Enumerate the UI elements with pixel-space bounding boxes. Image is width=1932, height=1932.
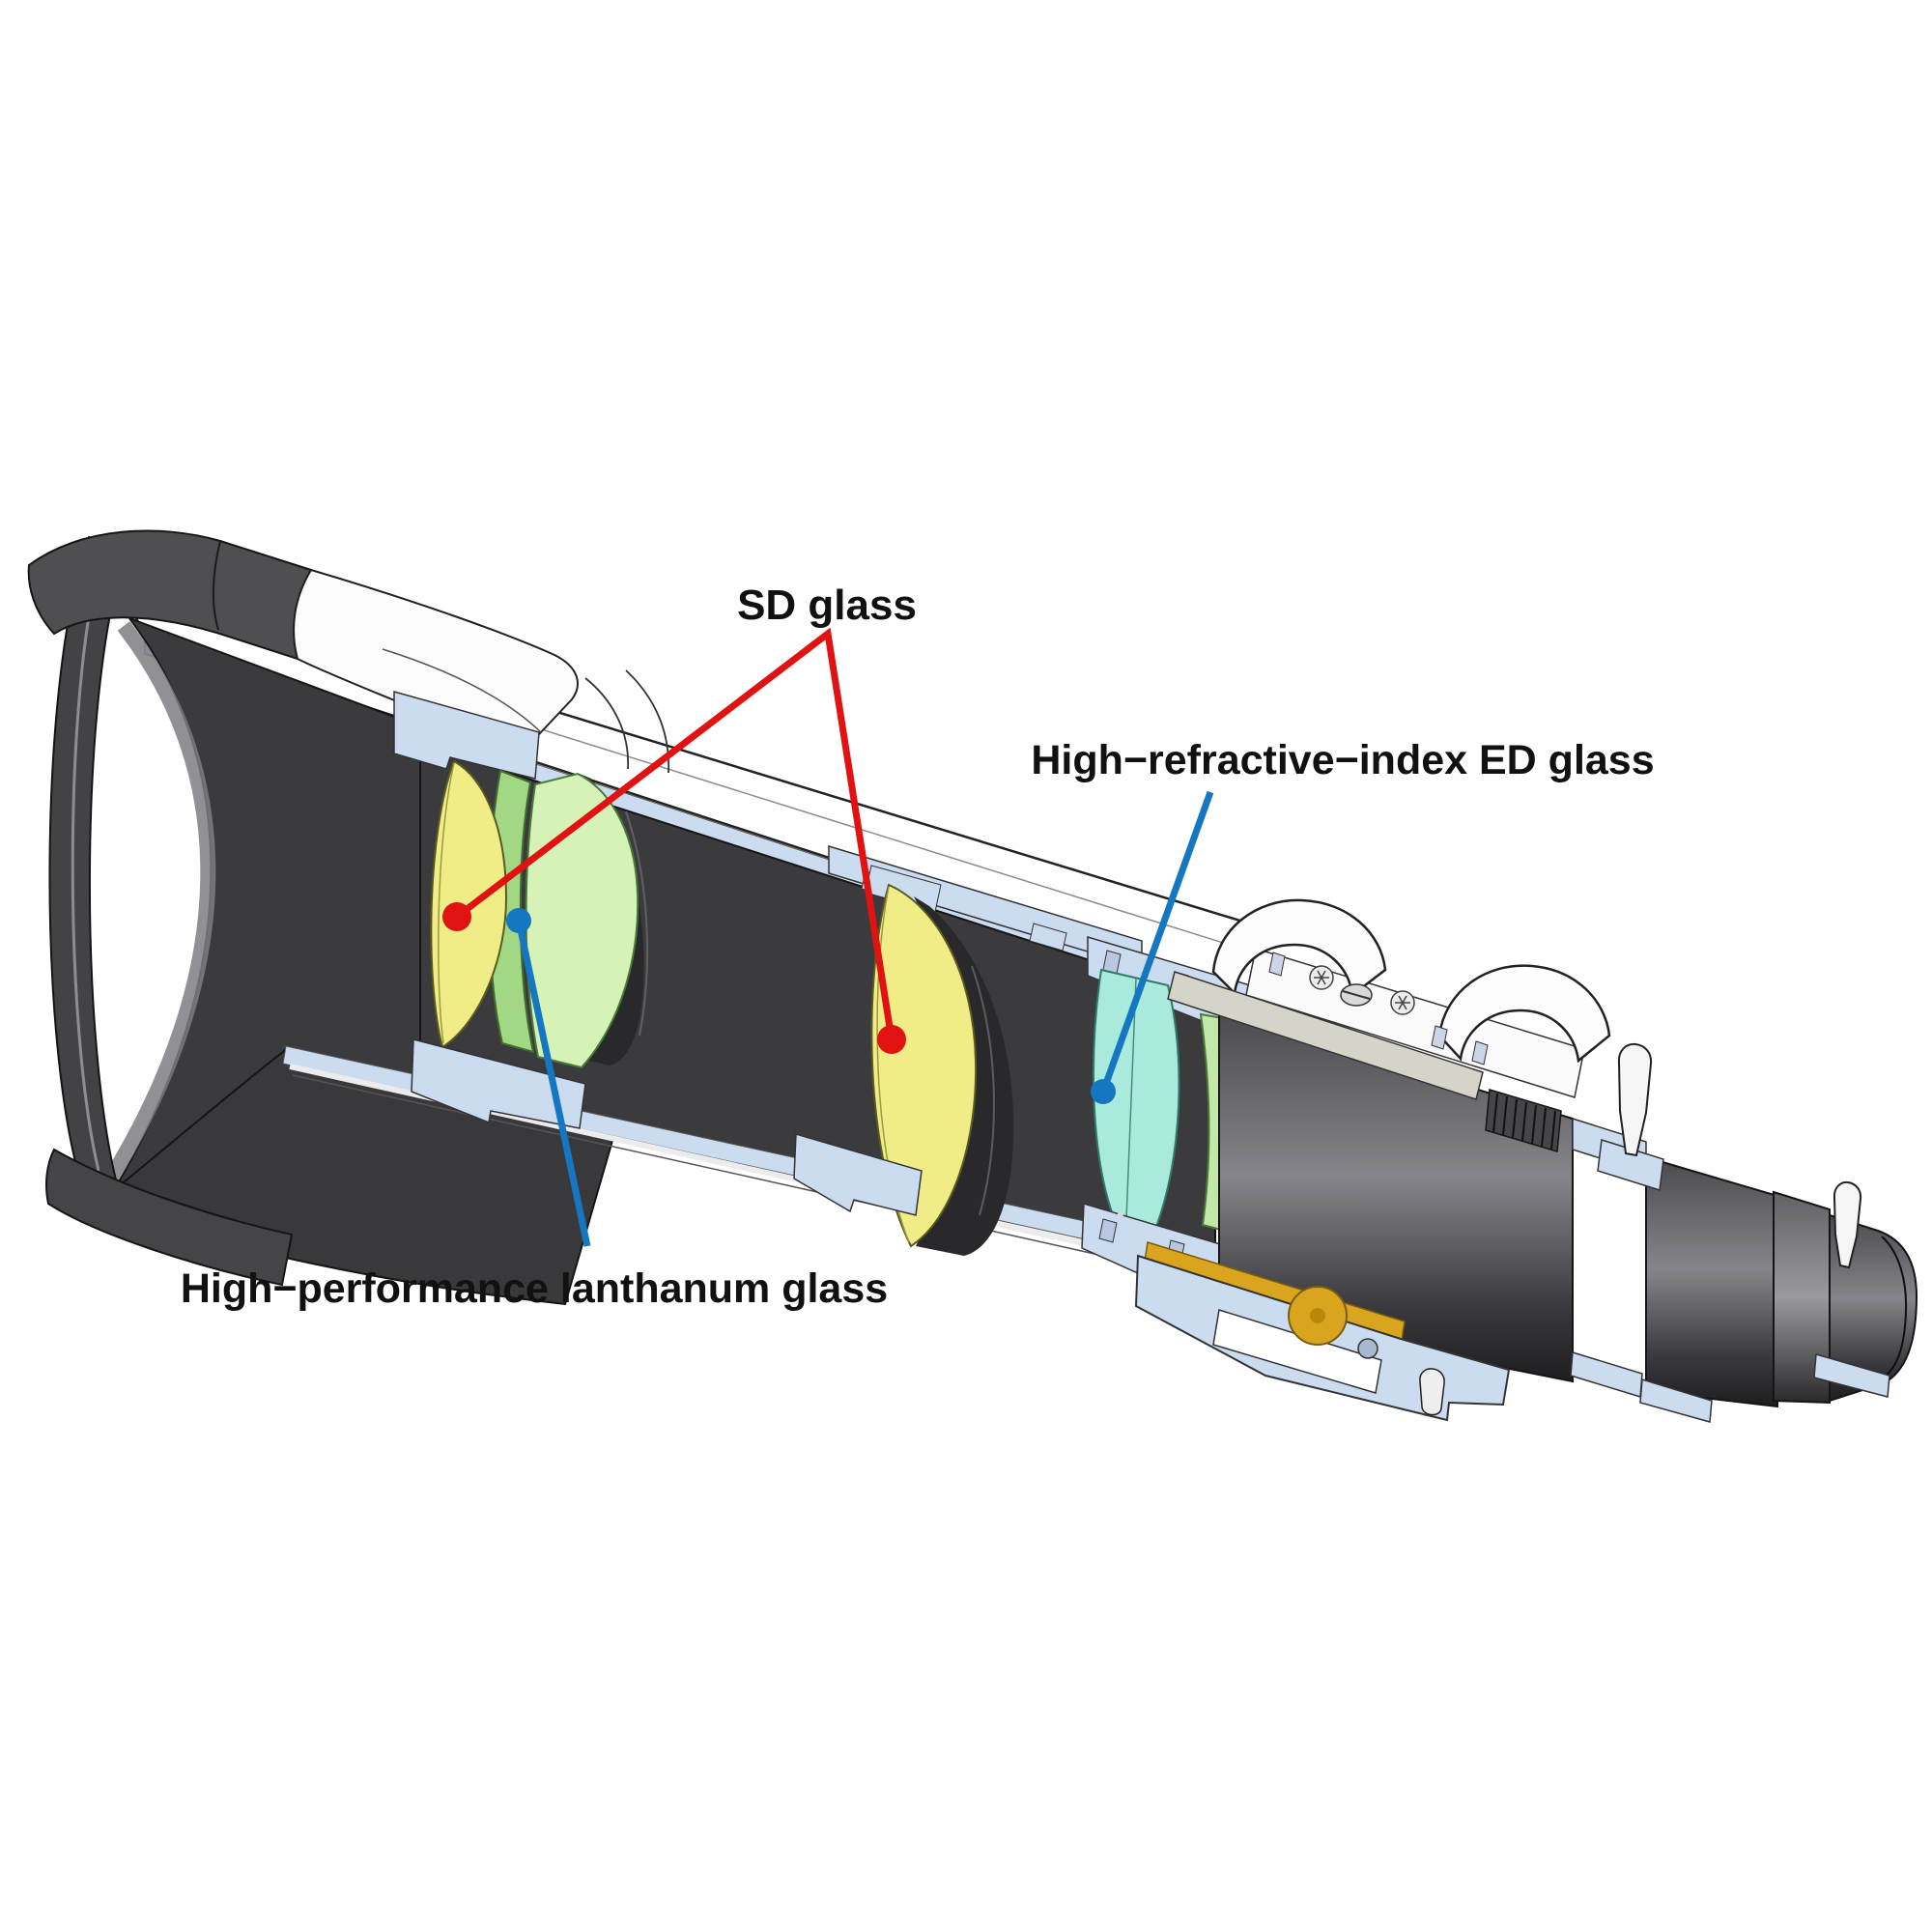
ed-lens-seam bbox=[1125, 978, 1137, 1220]
clamp-arch-rear bbox=[1437, 964, 1611, 1064]
ed-glass-leader bbox=[1099, 790, 1214, 1094]
step-flange-bottom bbox=[1570, 1351, 1643, 1398]
saddle-post-2 bbox=[1431, 1025, 1448, 1050]
rear-cell-screw-3 bbox=[1098, 1218, 1118, 1243]
tube-clamp-saddle bbox=[1167, 898, 1611, 1100]
middle-cell-bottom bbox=[793, 1133, 923, 1216]
annotation-labels: SD glass High−refractive−index ED glass … bbox=[181, 582, 1655, 1312]
visual-back-thumbscrew bbox=[1833, 1180, 1862, 1269]
objective-cell-top bbox=[393, 691, 540, 780]
highlight-speck bbox=[1118, 1211, 1123, 1217]
objective-lens-group bbox=[393, 691, 649, 1129]
clamp-arch-front bbox=[1211, 898, 1387, 998]
vent-hole-2 bbox=[1390, 990, 1415, 1015]
end-rim-line bbox=[1879, 1236, 1908, 1380]
pinion-hub bbox=[1310, 1308, 1325, 1323]
rack-and-pinion bbox=[1134, 1241, 1511, 1422]
sd-glass-dot-front bbox=[442, 902, 471, 931]
hood-band-inner-arc bbox=[382, 648, 542, 733]
lanthanum-glass-label: High−performance lanthanum glass bbox=[181, 1265, 888, 1312]
middle-lens-group bbox=[793, 844, 1143, 1256]
knurl-texture bbox=[1492, 1093, 1556, 1151]
dew-shield-bottom-lip bbox=[45, 1148, 294, 1287]
ed-glass-dot bbox=[1091, 1079, 1116, 1104]
dew-shield-front-rim bbox=[48, 535, 129, 1204]
saddle-screw bbox=[1340, 983, 1373, 1007]
leader-lines bbox=[442, 627, 1214, 1247]
saddle-post-3 bbox=[1471, 1040, 1489, 1065]
tube-front-seam-arc-1 bbox=[584, 677, 630, 770]
sd-glass-dot-middle bbox=[877, 1025, 906, 1054]
front-rim-highlight bbox=[71, 559, 102, 1172]
sd-glass-leader bbox=[454, 627, 895, 1040]
thumbscrew-boss bbox=[1597, 1139, 1664, 1191]
sd-glass-label: SD glass bbox=[737, 582, 917, 629]
drawtube-mid bbox=[1645, 1155, 1778, 1408]
bracket-hole bbox=[1357, 1338, 1378, 1359]
sd-glass-lens-middle bbox=[870, 883, 978, 1248]
lanthanum-leader bbox=[515, 920, 591, 1247]
saddle-post-1 bbox=[1268, 952, 1286, 977]
hood-seam bbox=[212, 540, 221, 631]
rear-flange-bottom-1 bbox=[1639, 1378, 1713, 1423]
pinion-shaft-pin bbox=[1419, 1368, 1445, 1416]
sd-lens-front-seam bbox=[438, 762, 455, 1044]
collar-notch-2 bbox=[1029, 923, 1067, 952]
tube-bottom-wall-line bbox=[292, 1074, 1139, 1264]
middle-ring-edge-line bbox=[971, 965, 995, 1216]
dovetail-rail bbox=[1167, 971, 1484, 1100]
vent-hole-1 bbox=[1309, 965, 1334, 990]
drawtube-collar bbox=[1773, 1190, 1831, 1405]
ed-glass-label: High−refractive−index ED glass bbox=[1031, 737, 1654, 783]
retaining-ring-edge-line bbox=[625, 810, 649, 1037]
objective-cell-bottom bbox=[411, 1038, 586, 1129]
focuser-thumbscrew bbox=[1617, 1042, 1653, 1157]
rear-flange-bottom-2 bbox=[1813, 1353, 1890, 1398]
dew-shield bbox=[27, 529, 670, 1306]
lanthanum-dot bbox=[506, 908, 531, 933]
dew-shield-inner-highlight bbox=[101, 621, 216, 1187]
